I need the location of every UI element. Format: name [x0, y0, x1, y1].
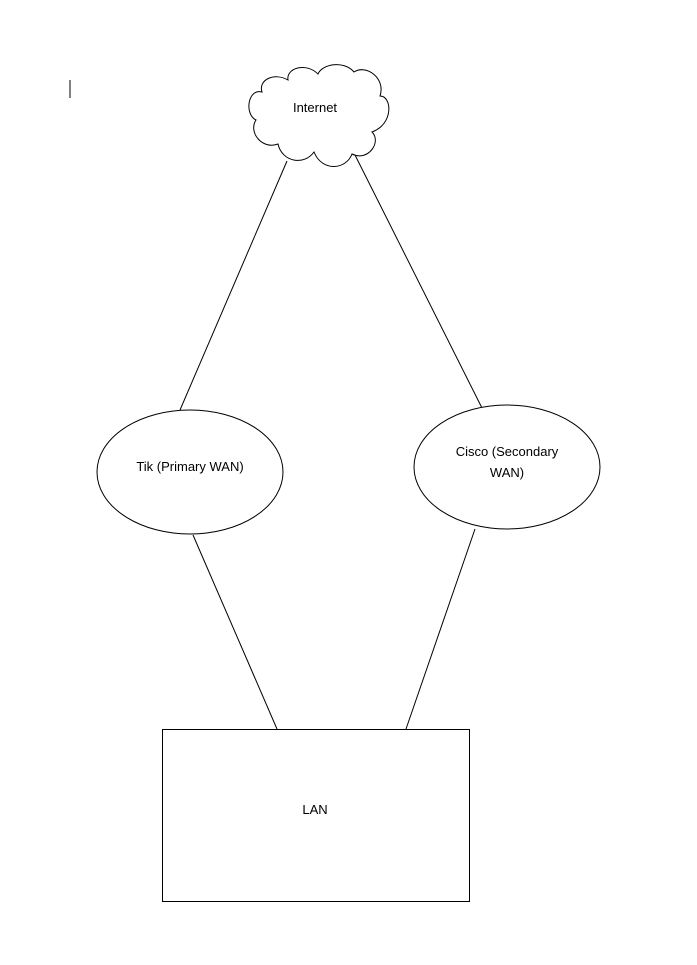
lan-node[interactable]: LAN — [162, 729, 470, 902]
edge-internet-cisco — [354, 154, 483, 409]
lan-label: LAN — [302, 802, 327, 817]
internet-cloud-node[interactable]: Internet — [248, 64, 390, 167]
cisco-label-line1: Cisco (Secondary — [456, 444, 559, 459]
cisco-secondary-wan-node[interactable]: Cisco (Secondary WAN) — [413, 404, 601, 530]
cloud-icon — [248, 64, 390, 167]
cisco-label-line2: WAN) — [490, 465, 524, 480]
edge-internet-tik — [179, 160, 288, 411]
edge-cisco-lan — [405, 528, 476, 730]
tik-ellipse — [96, 409, 284, 535]
edge-tik-lan — [192, 534, 278, 730]
tik-primary-wan-node[interactable]: Tik (Primary WAN) — [96, 409, 284, 535]
internet-label: Internet — [293, 100, 337, 115]
lan-rectangle — [162, 729, 470, 902]
tik-label: Tik (Primary WAN) — [136, 459, 243, 474]
cisco-ellipse — [413, 404, 601, 530]
